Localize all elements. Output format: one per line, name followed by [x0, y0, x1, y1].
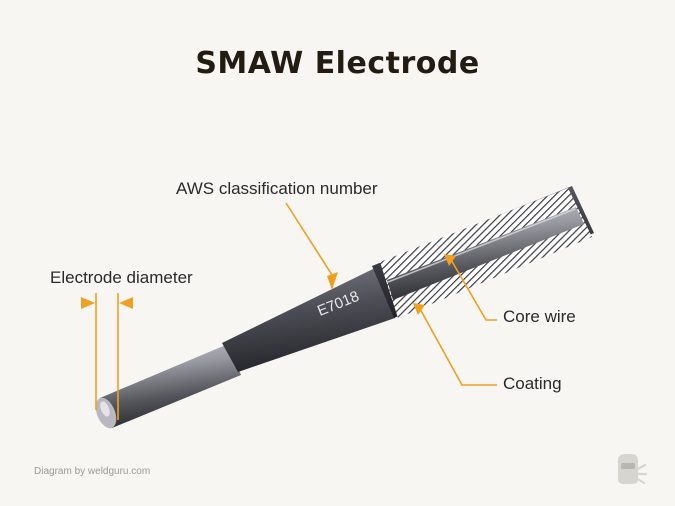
diagram-title: SMAW Electrode: [195, 46, 480, 81]
label-coating: Coating: [503, 374, 562, 393]
annotation-lines: [95, 202, 497, 420]
cutaway-section: [380, 188, 592, 318]
diameter-arrow-left-icon: [81, 297, 95, 309]
core-leader-line: [449, 257, 497, 321]
label-core-wire: Core wire: [503, 307, 576, 326]
credit-text: Diagram by weldguru.com: [34, 466, 151, 477]
welding-helmet-icon: [618, 454, 648, 485]
coating-taper: [222, 268, 395, 372]
aws-arrow-icon: [327, 272, 338, 290]
bare-wire-tip: [95, 344, 241, 429]
diameter-arrow-right-icon: [119, 297, 133, 309]
coating-leader-line: [418, 306, 497, 386]
label-electrode-diameter: Electrode diameter: [50, 268, 193, 287]
annotation-arrows: [81, 254, 456, 315]
aws-leader-line: [285, 202, 335, 279]
core-arrow-icon: [444, 254, 456, 266]
coating-arrow-icon: [413, 303, 425, 315]
label-aws-classification: AWS classification number: [176, 179, 378, 198]
